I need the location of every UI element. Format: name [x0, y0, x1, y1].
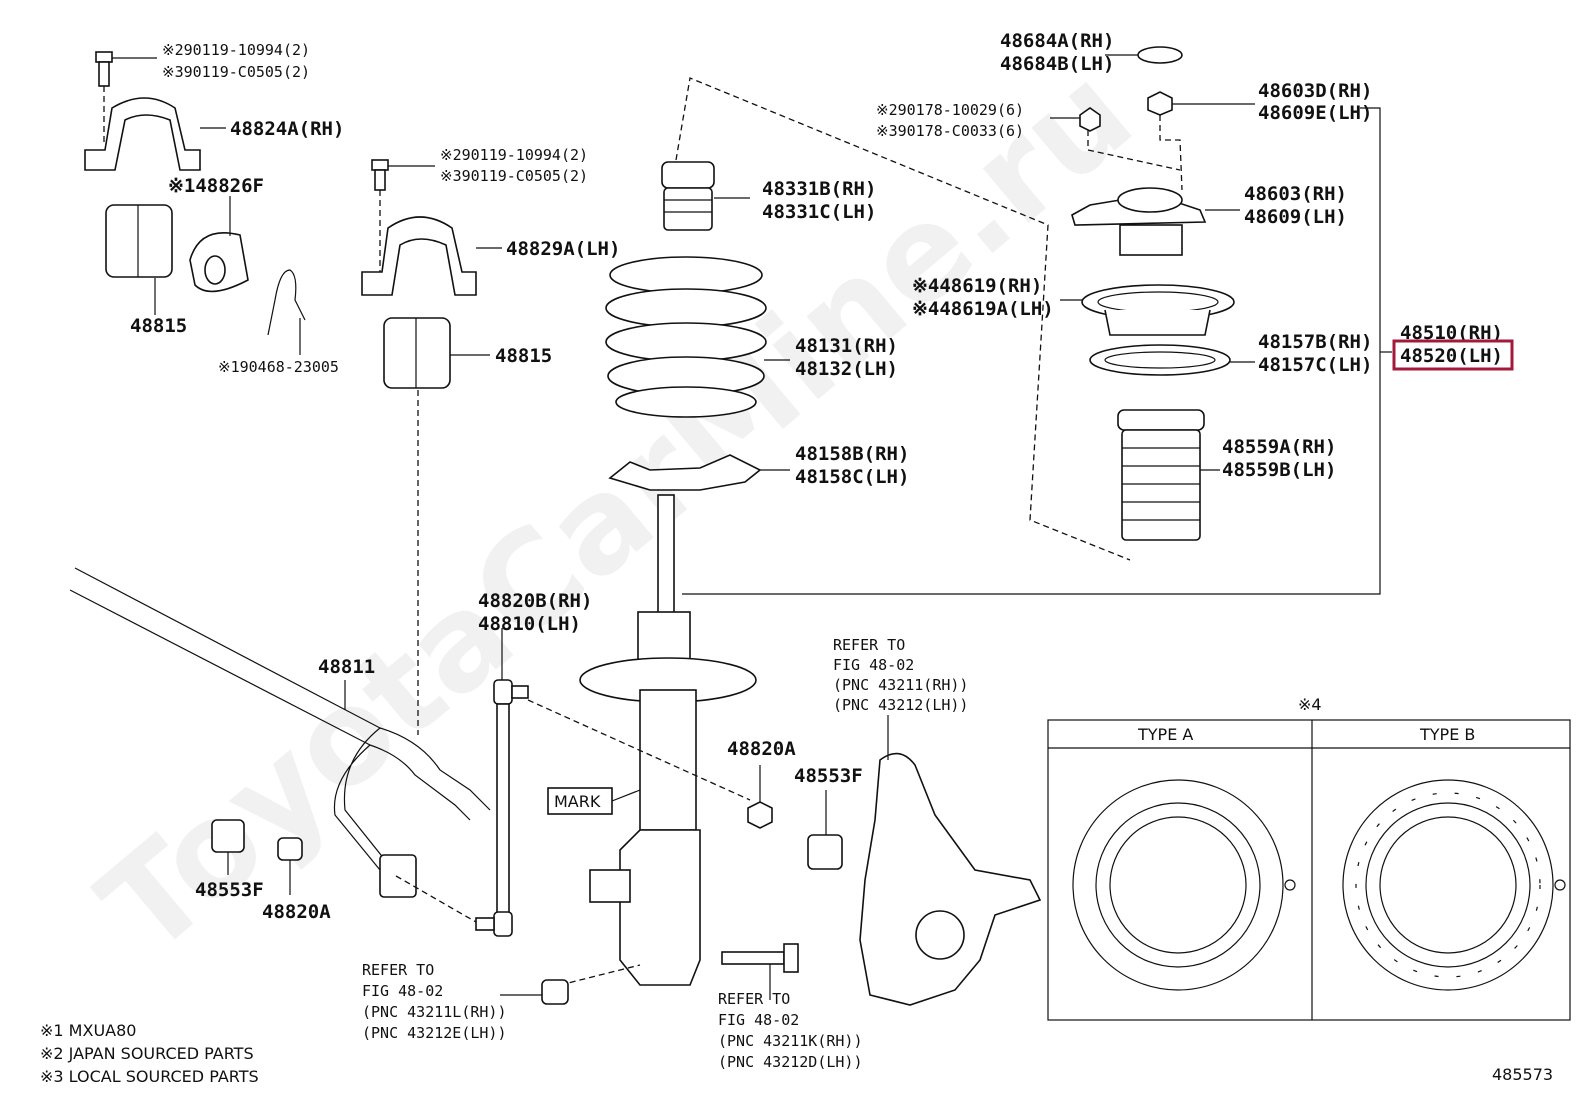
bushing-left-icon [105, 204, 173, 278]
refer-bottom-left-1: REFER TO [362, 961, 434, 979]
label-mark: MARK [554, 792, 601, 811]
label-nut-48820a-left: 48820A [262, 901, 331, 923]
label-bolt-top-left-a: ※290119-10994(2) [162, 41, 310, 59]
label-cap-rh: 48684A(RH) [1000, 30, 1114, 52]
label-mount-lh: 48609(LH) [1244, 206, 1347, 228]
lower-seat-icon [608, 454, 762, 491]
mark-box [547, 787, 613, 815]
refer-bottom-left-4: (PNC 43212E(LH)) [362, 1024, 507, 1042]
note-2: ※2 JAPAN SOURCED PARTS [40, 1044, 254, 1063]
nut-top-icon [1079, 107, 1101, 132]
label-lower-seat-rh: 48158B(RH) [795, 443, 909, 465]
bolt-bottom-icon [721, 943, 799, 973]
label-nut-lh: 48609E(LH) [1258, 102, 1372, 124]
type-box [1047, 719, 1571, 1021]
label-bolt-mid-b: ※390119-C0505(2) [440, 167, 588, 185]
highlight-box [1392, 339, 1514, 371]
label-lower-seat-lh: 48158C(LH) [795, 466, 909, 488]
upper-mount-icon [1071, 187, 1207, 256]
label-strut-lh: 48520(LH) [1400, 345, 1503, 367]
type-a-seat-icon [1072, 779, 1296, 991]
bracket-rh-icon [84, 97, 201, 171]
steering-knuckle-icon [859, 752, 1042, 1006]
label-mount-rh: 48603(RH) [1244, 183, 1347, 205]
label-bracket-rh: 48824A(RH) [230, 118, 344, 140]
label-bushing-48826f: ※148826F [168, 175, 264, 197]
label-nut-48553f-right: 48553F [794, 765, 863, 787]
bracket-lh-icon [361, 216, 477, 296]
label-insulator-rh: 48157B(RH) [1258, 331, 1372, 353]
label-bushing-mid: 48815 [495, 345, 552, 367]
label-nut-top-a: ※290178-10029(6) [876, 101, 1024, 119]
label-spring-lh: 48132(LH) [795, 358, 898, 380]
bearing-icon [1081, 284, 1235, 336]
clip-icon [267, 269, 306, 336]
refer-bottom-mid-4: (PNC 43212D(LH)) [718, 1053, 863, 1071]
bump-stop-icon [661, 161, 715, 231]
label-nut-rh: 48603D(RH) [1258, 80, 1372, 102]
label-boot-lh: 48559B(LH) [1222, 459, 1336, 481]
label-bolt-mid-a: ※290119-10994(2) [440, 146, 588, 164]
nut-rh-icon [1147, 91, 1173, 116]
insulator-icon [1089, 344, 1231, 376]
type-a-label: TYPE A [1137, 725, 1193, 744]
label-nut-48820a-right: 48820A [727, 738, 796, 760]
label-stabilizer-bar: 48811 [318, 656, 375, 678]
refer-bottom-mid-2: FIG 48-02 [718, 1011, 799, 1029]
refer-knuckle-4: (PNC 43212(LH)) [833, 696, 968, 714]
label-nut-48553f-left: 48553F [195, 879, 264, 901]
bushing-mid-icon [383, 317, 451, 389]
label-bracket-lh: 48829A(LH) [506, 238, 620, 260]
type-b-seat-icon [1342, 779, 1566, 991]
label-bearing-rh: ※448619(RH) [912, 275, 1042, 297]
label-bushing-left: 48815 [130, 315, 187, 337]
stabilizer-bar-icon [69, 567, 491, 871]
label-bump-stop-rh: 48331B(RH) [762, 178, 876, 200]
stabilizer-link-icon [475, 679, 529, 937]
label-link-rh: 48820B(RH) [478, 590, 592, 612]
label-cap-lh: 48684B(LH) [1000, 53, 1114, 75]
label-boot-rh: 48559A(RH) [1222, 436, 1336, 458]
bolt-mid-icon [371, 159, 389, 191]
label-bearing-lh: ※448619A(LH) [912, 298, 1054, 320]
figure-number: 485573 [1492, 1065, 1553, 1084]
nut-bottom-icon [541, 979, 569, 1005]
label-nut-top-b: ※390178-C0033(6) [876, 122, 1024, 140]
refer-bottom-left-3: (PNC 43211L(RH)) [362, 1003, 507, 1021]
note-1: ※1 MXUA80 [40, 1021, 136, 1040]
nut-48553f-left-icon [211, 819, 245, 853]
cap-icon [1137, 46, 1183, 64]
dust-boot-icon [1117, 409, 1205, 541]
refer-bottom-mid-3: (PNC 43211K(RH)) [718, 1032, 863, 1050]
refer-knuckle-2: FIG 48-02 [833, 656, 914, 674]
nut-48553f-right-icon [807, 834, 843, 870]
refer-knuckle-3: (PNC 43211(RH)) [833, 676, 968, 694]
refer-knuckle-1: REFER TO [833, 636, 905, 654]
type-box-marker: ※4 [1298, 695, 1322, 714]
refer-bottom-mid-1: REFER TO [718, 990, 790, 1008]
nut-48820a-right-icon [747, 801, 773, 829]
label-strut-rh: 48510(RH) [1400, 322, 1503, 344]
strut-icon [579, 494, 757, 986]
label-insulator-lh: 48157C(LH) [1258, 354, 1372, 376]
label-link-lh: 48810(LH) [478, 613, 581, 635]
label-bolt-top-left-b: ※390119-C0505(2) [162, 63, 310, 81]
nut-48820a-left-icon [277, 837, 303, 861]
bolt-icon [95, 51, 113, 87]
refer-bottom-left-2: FIG 48-02 [362, 982, 443, 1000]
coil-spring-icon [605, 256, 767, 418]
label-spring-rh: 48131(RH) [795, 335, 898, 357]
type-b-label: TYPE B [1419, 725, 1475, 744]
note-3: ※3 LOCAL SOURCED PARTS [40, 1067, 259, 1086]
label-bump-stop-lh: 48331C(LH) [762, 201, 876, 223]
label-clip: ※190468-23005 [218, 358, 339, 376]
